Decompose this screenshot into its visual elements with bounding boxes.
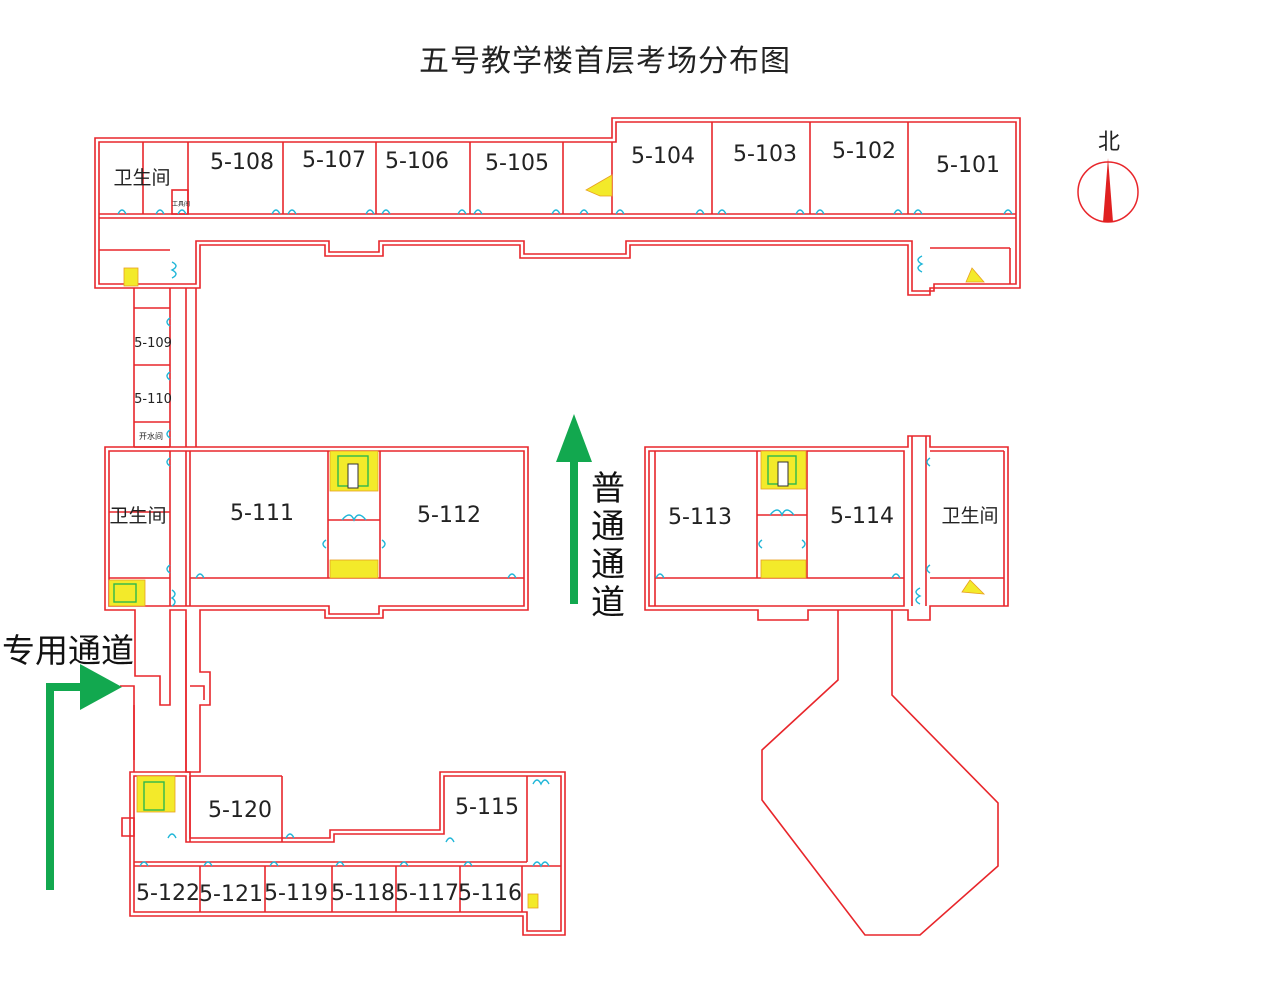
tool-room-label: 工具间 [172, 200, 190, 208]
room-5-119-label: 5-119 [264, 881, 328, 906]
doors [117, 209, 1013, 868]
walls [94, 117, 1021, 936]
room-5-103-label: 5-103 [733, 142, 797, 167]
restroom-label-east: 卫生间 [941, 505, 998, 527]
restroom-label-north: 卫生间 [113, 167, 170, 189]
room-5-106-label: 5-106 [385, 149, 449, 174]
room-5-108-label: 5-108 [210, 150, 274, 175]
room-5-107-label: 5-107 [302, 148, 366, 173]
room-5-105-label: 5-105 [485, 151, 549, 176]
compass-north-label: 北 [1098, 130, 1121, 155]
room-5-112-label: 5-112 [417, 503, 481, 528]
normal-passage-label: 普通通道 [591, 469, 625, 623]
map-title: 五号教学楼首层考场分布图 [419, 44, 791, 79]
compass-rose [1077, 158, 1139, 223]
room-5-104-label: 5-104 [631, 144, 695, 169]
room-5-115-label: 5-115 [455, 795, 519, 820]
room-5-116-label: 5-116 [458, 881, 522, 906]
room-5-118-label: 5-118 [331, 881, 395, 906]
room-5-113-label: 5-113 [668, 505, 732, 530]
room-5-101-label: 5-101 [936, 153, 1000, 178]
room-5-114-label: 5-114 [830, 504, 894, 529]
special-passage-arrow [46, 664, 122, 890]
room-5-111-label: 5-111 [230, 501, 294, 526]
room-5-122-label: 5-122 [136, 881, 200, 906]
room-5-110-label: 5-110 [134, 392, 172, 407]
normal-passage-arrow [556, 414, 592, 604]
stair-cores [347, 461, 789, 489]
restroom-label-west: 卫生间 [109, 505, 166, 527]
room-5-102-label: 5-102 [832, 139, 896, 164]
room-5-117-label: 5-117 [395, 881, 459, 906]
room-5-121-label: 5-121 [199, 882, 263, 907]
room-labels: 5-101 5-102 5-103 5-104 5-105 5-106 5-10… [109, 139, 999, 907]
special-passage-label: 专用通道 [2, 631, 134, 670]
water-room-label: 开水间 [139, 431, 163, 441]
room-5-120-label: 5-120 [208, 798, 272, 823]
room-5-109-label: 5-109 [134, 336, 172, 351]
